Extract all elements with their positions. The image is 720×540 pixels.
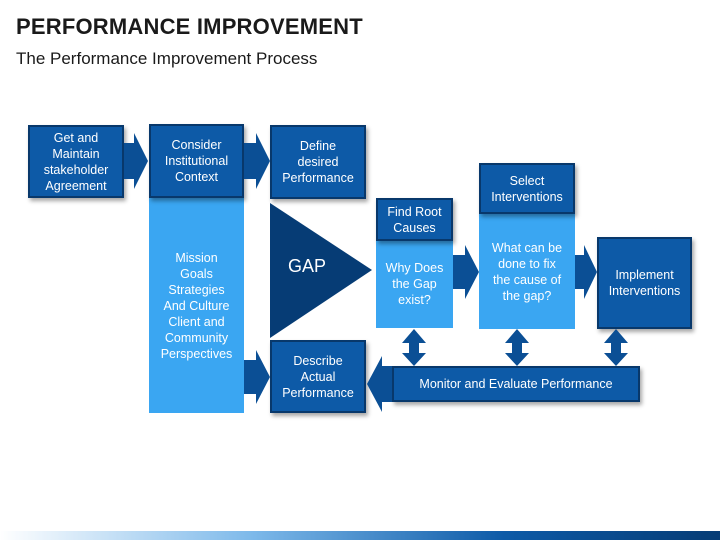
arrow-why-to-what bbox=[453, 245, 479, 299]
define-performance-box: Define desired Performance bbox=[270, 125, 366, 199]
why-gap-box: Why Does the Gap exist? bbox=[376, 240, 453, 328]
monitor-evaluate-bar: Monitor and Evaluate Performance bbox=[392, 366, 640, 402]
arrow-column-to-describe bbox=[244, 350, 270, 404]
select-interventions-box: Select Interventions bbox=[479, 163, 575, 214]
what-can-be-done-box: What can be done to fix the cause of the… bbox=[479, 214, 575, 329]
arrow-monitor-to-describe bbox=[367, 356, 392, 412]
consider-context-box: Consider Institutional Context bbox=[149, 124, 244, 198]
page-title: PERFORMANCE IMPROVEMENT bbox=[16, 14, 363, 39]
arrow-context-to-define bbox=[244, 133, 270, 189]
arrow-double-implement bbox=[604, 329, 628, 366]
context-details-box: Mission Goals Strategies And Culture Cli… bbox=[149, 198, 244, 413]
bottom-gradient-bar bbox=[0, 531, 720, 540]
arrow-what-to-implement bbox=[575, 245, 597, 299]
arrow-agreement-to-context bbox=[124, 133, 148, 189]
find-root-causes-box: Find Root Causes bbox=[376, 198, 453, 241]
arrow-double-root-causes bbox=[402, 329, 426, 366]
gap-label: GAP bbox=[288, 256, 327, 276]
get-agreement-box: Get and Maintain stakeholder Agreement bbox=[28, 125, 124, 198]
describe-performance-box: Describe Actual Performance bbox=[270, 340, 366, 413]
implement-interventions-box: Implement Interventions bbox=[597, 237, 692, 329]
gap-triangle bbox=[270, 203, 372, 338]
page-subtitle: The Performance Improvement Process bbox=[16, 49, 318, 68]
arrow-double-select bbox=[505, 329, 529, 366]
